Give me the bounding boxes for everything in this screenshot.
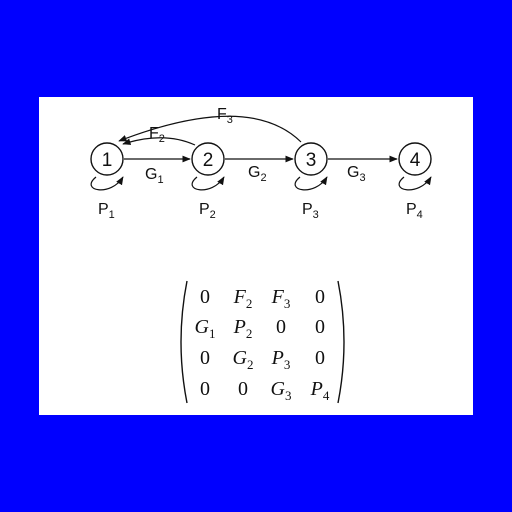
edge-f2 <box>122 137 196 146</box>
matrix-cell-r1-c3: F3 <box>271 286 291 311</box>
loop-p4 <box>398 176 432 191</box>
node-4-label: 4 <box>410 150 421 171</box>
matrix-cell-r3-c2: G2 <box>233 347 254 372</box>
matrix-cell-r2-c4: 0 <box>315 316 325 338</box>
label-p1: P1 <box>98 201 115 221</box>
matrix-cell-r4-c3: G3 <box>271 378 292 403</box>
label-p2: P2 <box>199 201 216 221</box>
matrix-cell-r4-c2: 0 <box>238 378 248 400</box>
matrix-cell-r2-c3: 0 <box>276 316 286 338</box>
node-2-circle <box>191 142 225 176</box>
matrix-cell-r4-c1: 0 <box>200 378 210 400</box>
label-f3: F3 <box>217 106 233 126</box>
edge-f3 <box>118 115 302 143</box>
node-4-circle <box>398 142 432 176</box>
matrix-cell-r1-c4: 0 <box>315 286 325 308</box>
matrix-cell-r1-c2: F2 <box>233 286 253 311</box>
matrix-right-bracket <box>337 280 345 404</box>
loop-p1 <box>90 176 124 191</box>
matrix-cell-r3-c3: P3 <box>271 347 291 372</box>
diagram-panel: 1 2 3 4 G1 G2 <box>39 97 473 415</box>
label-p4: P4 <box>406 201 423 221</box>
matrix-cell-r1-c1: 0 <box>200 286 210 308</box>
node-1: 1 <box>90 142 124 176</box>
matrix-cell-r2-c1: G1 <box>195 316 216 341</box>
node-3-label: 3 <box>306 150 317 171</box>
node-3-circle <box>294 142 328 176</box>
node-4: 4 <box>398 142 432 176</box>
matrix-cell-r2-c2: P2 <box>233 316 253 341</box>
node-1-circle <box>90 142 124 176</box>
node-2-label: 2 <box>203 150 214 171</box>
loop-p2 <box>191 176 225 191</box>
life-cycle-diagram: 1 2 3 4 G1 G2 <box>90 106 432 404</box>
label-g1: G1 <box>145 166 164 186</box>
matrix-cell-r3-c1: 0 <box>200 347 210 369</box>
node-3: 3 <box>294 142 328 176</box>
node-1-label: 1 <box>102 150 113 171</box>
label-g3: G3 <box>347 164 366 184</box>
matrix-left-bracket <box>180 280 188 404</box>
matrix-cell-r3-c4: 0 <box>315 347 325 369</box>
matrix-cell-r4-c4: P4 <box>310 378 330 403</box>
label-g2: G2 <box>248 164 267 184</box>
label-f2: F2 <box>149 125 165 145</box>
label-p3: P3 <box>302 201 319 221</box>
loop-p3 <box>294 176 328 191</box>
node-2: 2 <box>191 142 225 176</box>
